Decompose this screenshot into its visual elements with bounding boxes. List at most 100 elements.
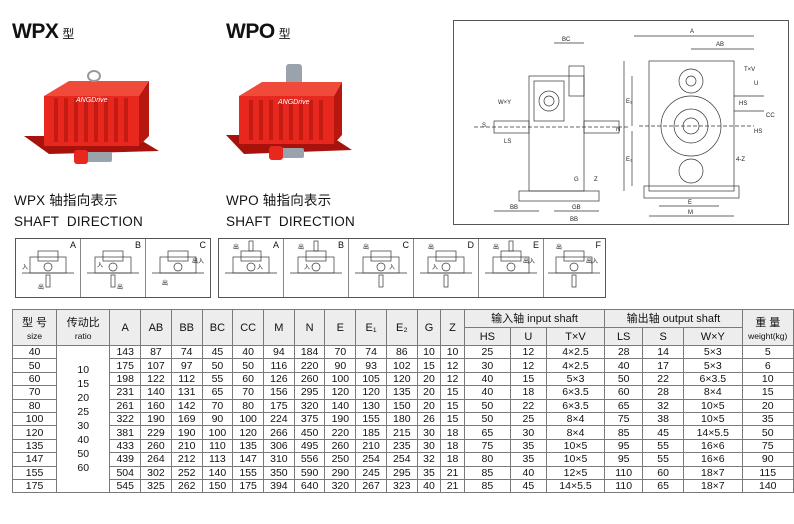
- table-cell: 110: [604, 478, 644, 494]
- table-cell: 12: [440, 371, 465, 387]
- header-col: CC: [232, 309, 265, 346]
- wpx-direction-c-tag-1: 出入: [192, 257, 204, 265]
- table-cell: 50: [201, 358, 234, 373]
- table-cell: 267: [355, 478, 387, 494]
- header-col: M: [263, 309, 295, 346]
- table-cell: 60: [642, 465, 685, 480]
- table-cell: 185: [355, 425, 387, 440]
- header-output-col: LS: [604, 327, 644, 346]
- table-cell: 160: [140, 398, 172, 413]
- wpo-caption-cn: WPO 轴指向表示: [226, 193, 332, 208]
- table-cell: 50: [604, 371, 644, 387]
- table-cell: 107: [140, 358, 172, 373]
- table-cell: 235: [385, 438, 418, 454]
- header-output-group: 输出轴 output shaft: [604, 309, 743, 328]
- table-cell: 102: [385, 358, 418, 373]
- table-cell: 25: [509, 411, 547, 427]
- header-col: BC: [201, 309, 234, 346]
- table-cell: 30: [416, 425, 442, 440]
- table-cell: 140: [140, 385, 172, 400]
- wpx-direction-b-tag-2: 出: [117, 283, 123, 291]
- header-size-cn: 型 号: [22, 316, 48, 329]
- table-cell: 15: [416, 358, 442, 373]
- table-cell: 190: [140, 411, 172, 427]
- table-cell: 100: [232, 411, 265, 427]
- table-cell: 8×4: [683, 385, 743, 400]
- table-cell: 5: [741, 344, 794, 360]
- size-cell: 175: [11, 478, 58, 494]
- dim-label-hs2: HS: [754, 129, 762, 135]
- table-cell: 32: [416, 452, 442, 467]
- size-cell: 100: [11, 411, 58, 427]
- header-col: G: [416, 309, 442, 346]
- header-weight-cn: 重 量: [755, 316, 781, 329]
- wpo-direction-b-letter: B: [337, 240, 344, 250]
- table-cell: 439: [109, 452, 142, 467]
- dim-label-n: N: [616, 127, 620, 133]
- table-cell: 10: [440, 344, 465, 360]
- table-cell: 60: [232, 371, 265, 387]
- table-cell: 323: [385, 478, 418, 494]
- header-input-group: 输入轴 input shaft: [463, 309, 606, 328]
- table-cell: 30: [463, 358, 511, 373]
- table-cell: 220: [324, 425, 357, 440]
- table-cell: 93: [355, 358, 387, 373]
- wpo-direction-diagrams: A 出 入 B 出 入 C 出 入 D 出 入: [218, 238, 606, 298]
- dim-label-bb: BB: [510, 205, 518, 211]
- ratio-value: 60: [77, 462, 90, 475]
- table-cell: 60: [604, 385, 644, 400]
- table-cell: 18: [440, 438, 465, 454]
- table-cell: 381: [109, 425, 142, 440]
- table-cell: 450: [293, 425, 326, 440]
- table-cell: 15: [440, 398, 465, 413]
- table-cell: 504: [109, 465, 142, 480]
- wpo-title-suffix: 型: [278, 27, 291, 41]
- table-cell: 10: [741, 371, 794, 387]
- table-cell: 21: [440, 465, 465, 480]
- wpo-direction-b-tag-2: 入: [304, 264, 310, 271]
- table-cell: 231: [109, 385, 142, 400]
- header-output-col: W×Y: [683, 327, 743, 346]
- table-cell: 22: [509, 398, 547, 413]
- table-cell: 350: [263, 465, 295, 480]
- dim-label-e1: E₁: [626, 99, 632, 105]
- size-cell: 60: [11, 371, 58, 387]
- wpx-direction-a-tag-1: 入: [22, 264, 28, 271]
- table-cell: 20: [416, 385, 442, 400]
- wpx-gearbox-image: ANGDrive: [14, 66, 164, 176]
- table-cell: 302: [140, 465, 172, 480]
- table-cell: 28: [604, 344, 644, 360]
- table-cell: 261: [109, 398, 142, 413]
- wpx-direction-b: B 入 出: [81, 239, 146, 297]
- table-cell: 65: [604, 398, 644, 413]
- table-cell: 375: [293, 411, 326, 427]
- header-col: BB: [170, 309, 203, 346]
- table-cell: 252: [170, 465, 203, 480]
- table-cell: 590: [293, 465, 326, 480]
- dim-label-bc: BC: [562, 37, 571, 43]
- table-cell: 55: [642, 452, 685, 467]
- table-cell: 190: [324, 411, 357, 427]
- table-cell: 40: [463, 385, 511, 400]
- table-cell: 100: [324, 371, 357, 387]
- table-cell: 320: [293, 398, 326, 413]
- size-cell: 70: [11, 385, 58, 400]
- table-cell: 320: [324, 478, 357, 494]
- wpo-direction-c: C 出 入: [349, 239, 414, 297]
- table-cell: 86: [385, 344, 418, 360]
- table-cell: 97: [170, 358, 203, 373]
- wpx-direction-diagrams: A 入 出 B 入 出 C 出入 出: [15, 238, 211, 298]
- dim-label-bb2: BB: [570, 217, 578, 223]
- table-cell: 80: [463, 452, 511, 467]
- wpo-direction-a-tag-1: 出: [233, 243, 239, 251]
- table-cell: 65: [201, 385, 234, 400]
- wpo-direction-d-tag-1: 出: [428, 243, 434, 251]
